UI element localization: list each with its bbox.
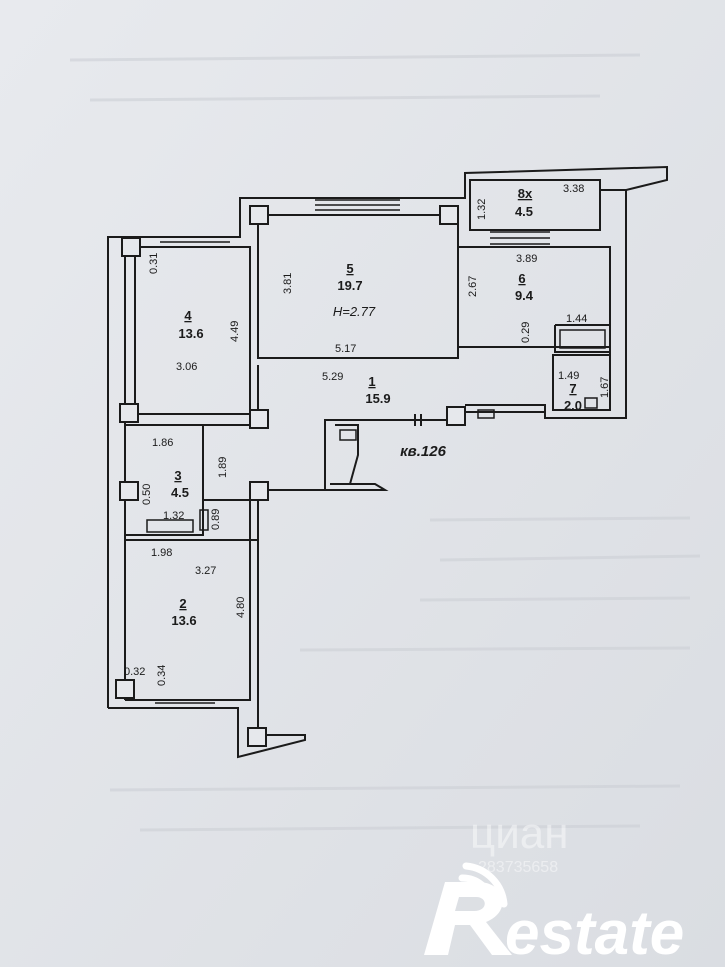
ceiling-height: H=2.77 (333, 304, 376, 319)
dimension-labels: 0.31 3.06 4.49 3.81 5.17 5.29 3.38 1.32 … (124, 183, 611, 686)
dim-1-32-balcony: 1.32 (476, 199, 488, 220)
balcony-8x-outline (469, 179, 601, 231)
cian-watermark: циан 283735658 (470, 809, 569, 876)
room-8x-number: 8x (518, 186, 533, 201)
column (119, 481, 139, 501)
dim-0-34: 0.34 (156, 665, 168, 686)
cian-watermark-id: 283735658 (478, 859, 558, 876)
dim-5-29: 5.29 (322, 371, 343, 383)
dim-1-49: 1.49 (558, 370, 579, 382)
cian-watermark-text: циан (470, 809, 569, 858)
dim-3-27: 3.27 (195, 565, 216, 577)
dim-1-44: 1.44 (566, 313, 587, 325)
logo-text: estate (505, 899, 684, 967)
wash-basin (199, 509, 209, 531)
dim-5-17: 5.17 (335, 343, 356, 355)
logo-r-icon (424, 882, 512, 955)
stair-fixture (339, 429, 357, 441)
dim-3-38: 3.38 (563, 183, 584, 195)
window-room-2 (155, 702, 215, 709)
dim-2-67: 2.67 (467, 276, 479, 297)
column (249, 205, 269, 225)
room-4-area: 13.6 (178, 326, 203, 341)
dim-0-32: 0.32 (124, 666, 145, 678)
room-2-number: 2 (179, 596, 186, 611)
dim-3-06: 3.06 (176, 361, 197, 373)
dim-1-98: 1.98 (151, 547, 172, 559)
column (446, 406, 466, 426)
column (121, 237, 141, 257)
room-7-outline (552, 354, 611, 411)
room-5-outline (257, 215, 459, 359)
dim-3-89: 3.89 (516, 253, 537, 265)
dim-0-50: 0.50 (141, 484, 153, 505)
room-2-area: 13.6 (171, 613, 196, 628)
window-room-6 (490, 231, 550, 245)
room-labels: 5 19.7 H=2.77 4 13.6 6 9.4 8x 4.5 1 15.9… (171, 186, 582, 628)
windows (155, 199, 550, 709)
column (439, 205, 459, 225)
dim-1-67: 1.67 (599, 377, 611, 398)
duct (477, 409, 495, 419)
window-room-4 (160, 236, 230, 248)
columns (115, 205, 466, 747)
paper-texture (69, 53, 701, 832)
fixtures (146, 329, 606, 533)
room-4-number: 4 (184, 308, 192, 323)
room-7-area: 2.0 (564, 398, 582, 413)
column (115, 679, 135, 699)
dim-0-29: 0.29 (520, 322, 532, 343)
room-6-area: 9.4 (515, 288, 534, 303)
dim-1-89: 1.89 (217, 457, 229, 478)
outer-wall (107, 165, 668, 708)
restate-logo: estate (424, 862, 684, 967)
room-3-outline (124, 424, 204, 536)
apartment-number: кв.126 (400, 443, 447, 460)
dim-4-49: 4.49 (229, 321, 241, 342)
window-room-5 (315, 199, 400, 211)
dim-4-80: 4.80 (235, 597, 247, 618)
dim-3-81: 3.81 (282, 273, 294, 294)
dim-0-31: 0.31 (148, 253, 160, 274)
column (119, 403, 139, 423)
room-7-number: 7 (569, 381, 576, 396)
wc-fixture (584, 397, 598, 409)
column (247, 727, 267, 747)
room-8x-area: 4.5 (515, 204, 533, 219)
room-5-area: 19.7 (337, 278, 362, 293)
room-6-number: 6 (518, 271, 525, 286)
wc (559, 329, 606, 349)
dim-1-32-wall: 1.32 (163, 510, 184, 522)
column (249, 481, 269, 501)
room-1-number: 1 (368, 374, 375, 389)
room-5-number: 5 (346, 261, 353, 276)
room-1-area: 15.9 (365, 391, 390, 406)
column (249, 409, 269, 429)
room-3-number: 3 (174, 468, 181, 483)
bathtub (146, 519, 194, 533)
room-3-area: 4.5 (171, 485, 189, 500)
dim-1-86: 1.86 (152, 437, 173, 449)
dim-0-89: 0.89 (210, 509, 222, 530)
